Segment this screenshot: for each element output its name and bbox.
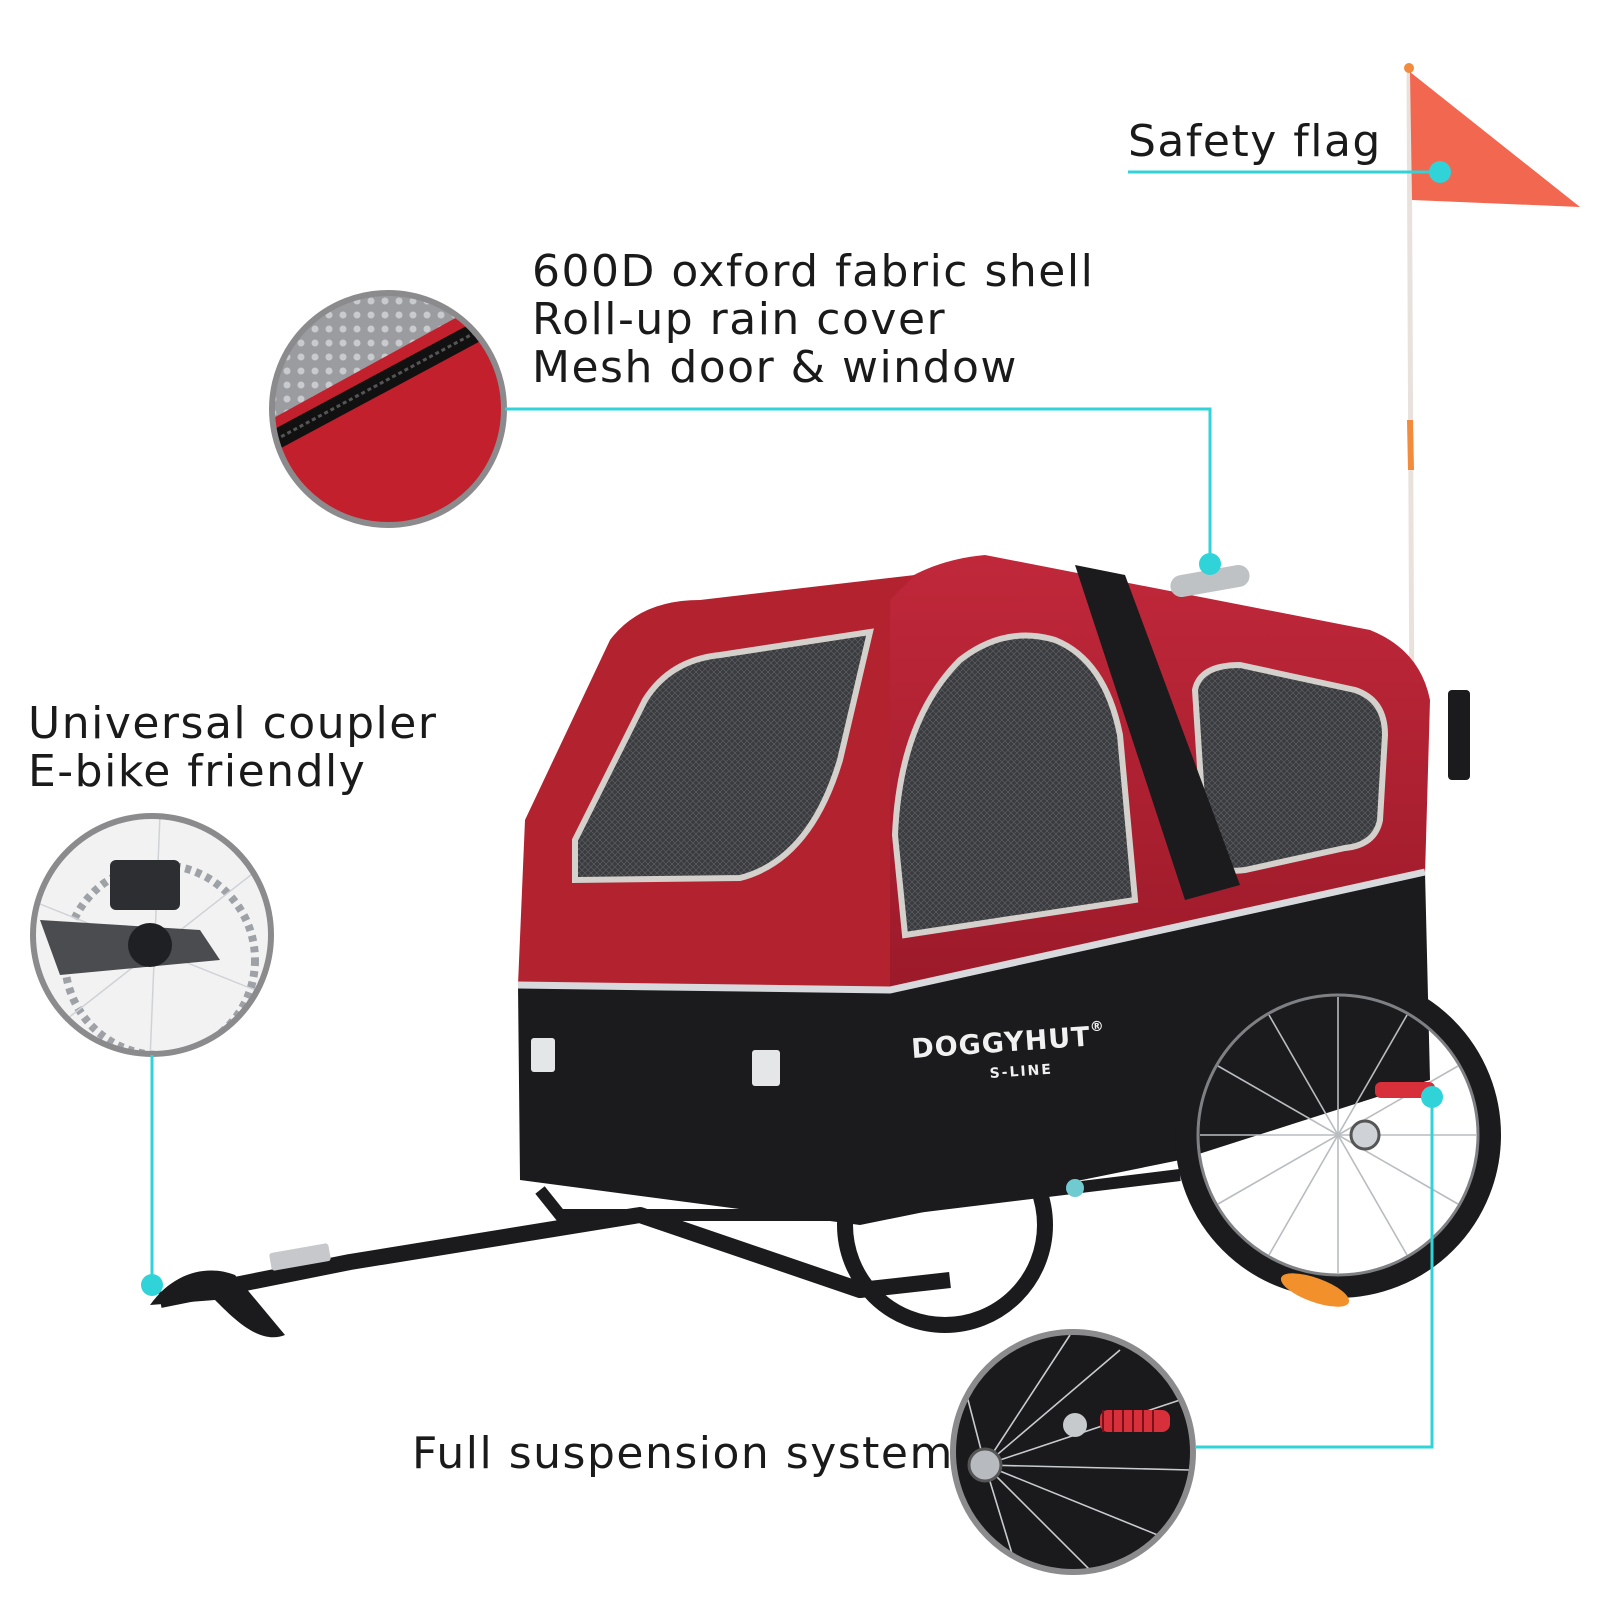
callout-leader-lines — [150, 170, 1440, 1449]
dog-trailer: DOGGYHUT® S-LINE — [150, 555, 1501, 1338]
fabric-features-label: 600D oxford fabric shell Roll-up rain co… — [532, 248, 1094, 392]
flag-pennant — [1410, 72, 1580, 207]
callout-dots — [141, 161, 1451, 1296]
suspension-leader — [1195, 1097, 1434, 1449]
model-logo: S-LINE — [989, 1062, 1053, 1082]
suspension-detail-circle — [950, 1329, 1196, 1575]
coupler-features-label: Universal coupler E-bike friendly — [28, 700, 437, 796]
safety-flag — [1404, 63, 1580, 736]
rear-wheel — [1175, 972, 1501, 1307]
safety-flag-text: Safety flag — [1128, 116, 1382, 167]
rear-mesh-window — [1191, 661, 1389, 874]
ebike-friendly-text: E-bike friendly — [28, 746, 367, 797]
side-mesh-window — [891, 632, 1139, 939]
universal-coupler-text: Universal coupler — [28, 698, 438, 749]
suspension-label: Full suspension system — [412, 1430, 954, 1478]
rain-cover-text: Roll-up rain cover — [532, 294, 947, 345]
coupler-detail-circle — [30, 813, 274, 1057]
fabric-detail-circle — [269, 290, 507, 528]
safety-flag-label: Safety flag — [1128, 118, 1382, 166]
suspension-text: Full suspension system — [412, 1428, 954, 1479]
front-mesh-window — [572, 628, 874, 884]
flag-pole — [1406, 67, 1415, 736]
mesh-door-text: Mesh door & window — [532, 342, 1018, 393]
fabric-leader — [505, 407, 1212, 563]
fabric-shell-text: 600D oxford fabric shell — [532, 246, 1095, 297]
